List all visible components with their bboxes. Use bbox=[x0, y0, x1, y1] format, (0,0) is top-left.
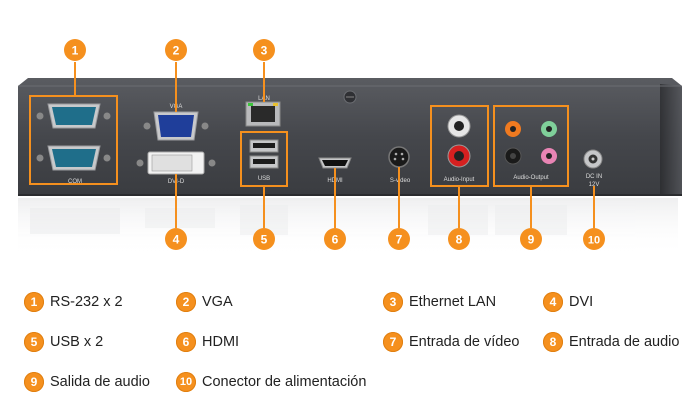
usb-label: USB bbox=[258, 176, 270, 182]
legend-label: RS-232 x 2 bbox=[50, 294, 123, 310]
callout-badge-9: 9 bbox=[520, 228, 542, 250]
legend-label: VGA bbox=[202, 294, 233, 310]
legend-label: USB x 2 bbox=[50, 334, 104, 350]
legend-number-badge: 10 bbox=[176, 372, 196, 392]
legend-item: 2 VGA bbox=[176, 291, 233, 313]
legend-number-badge: 6 bbox=[176, 332, 196, 352]
legend-item: 9 Salida de audio bbox=[24, 371, 150, 393]
legend-item: 1 RS-232 x 2 bbox=[24, 291, 123, 313]
legend-number-badge: 2 bbox=[176, 292, 196, 312]
legend-item: 8 Entrada de audio bbox=[543, 331, 679, 353]
legend-number-badge: 5 bbox=[24, 332, 44, 352]
legend-item: 6 HDMI bbox=[176, 331, 239, 353]
svideo-label: S-video bbox=[390, 178, 411, 184]
dc-in-port: DC IN 12V bbox=[583, 149, 603, 188]
device-rear-panel-diagram: COM VGA DVI-D LAN USB HDMI bbox=[18, 39, 682, 256]
svg-text:9: 9 bbox=[528, 233, 535, 247]
legend-label: Salida de audio bbox=[50, 374, 150, 390]
dvi-port: DVI-D bbox=[136, 151, 216, 185]
callout-badge-5: 5 bbox=[253, 228, 275, 250]
com-label: COM bbox=[68, 179, 82, 185]
legend-number-badge: 1 bbox=[24, 292, 44, 312]
legend-number-badge: 8 bbox=[543, 332, 563, 352]
legend-number-badge: 3 bbox=[383, 292, 403, 312]
db9-connector bbox=[36, 103, 111, 129]
dc-in-label: DC IN bbox=[586, 174, 602, 180]
legend-label: Entrada de audio bbox=[569, 334, 680, 350]
callout-badge-4: 4 bbox=[165, 228, 187, 250]
callout-badge-6: 6 bbox=[324, 228, 346, 250]
legend-number-badge: 4 bbox=[543, 292, 563, 312]
svg-text:6: 6 bbox=[332, 233, 339, 247]
svg-text:7: 7 bbox=[396, 233, 403, 247]
legend-item: 7 Entrada de vídeo bbox=[383, 331, 519, 353]
db9-connector bbox=[36, 145, 111, 171]
svideo-port: S-video bbox=[388, 146, 411, 184]
callout-lines bbox=[74, 62, 595, 228]
vga-port: VGA bbox=[143, 104, 209, 141]
audio-input-label: Audio-Input bbox=[444, 177, 475, 183]
legend-label: DVI bbox=[569, 294, 594, 310]
callout-badges: 1 2 3 4 5 6 7 8 9 10 bbox=[64, 39, 605, 250]
legend-label: Conector de alimentación bbox=[202, 374, 367, 390]
callout-badge-8: 8 bbox=[448, 228, 470, 250]
legend-number-badge: 7 bbox=[383, 332, 403, 352]
legend-item: 5 USB x 2 bbox=[24, 331, 103, 353]
legend-item: 4 DVI bbox=[543, 291, 593, 313]
legend-label: Ethernet LAN bbox=[409, 294, 497, 310]
legend-label: Entrada de vídeo bbox=[409, 334, 520, 350]
callout-badge-7: 7 bbox=[388, 228, 410, 250]
svg-text:8: 8 bbox=[456, 233, 463, 247]
audio-input-ports: Audio-Input bbox=[430, 105, 489, 187]
dc-in-voltage-label: 12V bbox=[589, 182, 600, 188]
svg-text:5: 5 bbox=[261, 233, 268, 247]
callout-badge-10: 10 bbox=[583, 228, 605, 250]
legend-label: HDMI bbox=[202, 334, 240, 350]
callout-badge-3: 3 bbox=[253, 39, 275, 61]
panel-reflection bbox=[18, 198, 678, 256]
legend-item: 10 Conector de alimentación bbox=[176, 371, 366, 393]
svg-text:3: 3 bbox=[261, 44, 268, 58]
legend-item: 3 Ethernet LAN bbox=[383, 291, 496, 313]
com-ports: COM bbox=[29, 95, 118, 185]
svg-text:4: 4 bbox=[173, 233, 180, 247]
svg-text:10: 10 bbox=[588, 235, 600, 247]
svg-text:2: 2 bbox=[173, 44, 180, 58]
legend-number-badge: 9 bbox=[24, 372, 44, 392]
callout-badge-2: 2 bbox=[165, 39, 187, 61]
svg-text:1: 1 bbox=[72, 44, 79, 58]
com-highlight-box bbox=[29, 95, 118, 185]
audio-output-label: Audio-Output bbox=[513, 175, 549, 181]
callout-badge-1: 1 bbox=[64, 39, 86, 61]
